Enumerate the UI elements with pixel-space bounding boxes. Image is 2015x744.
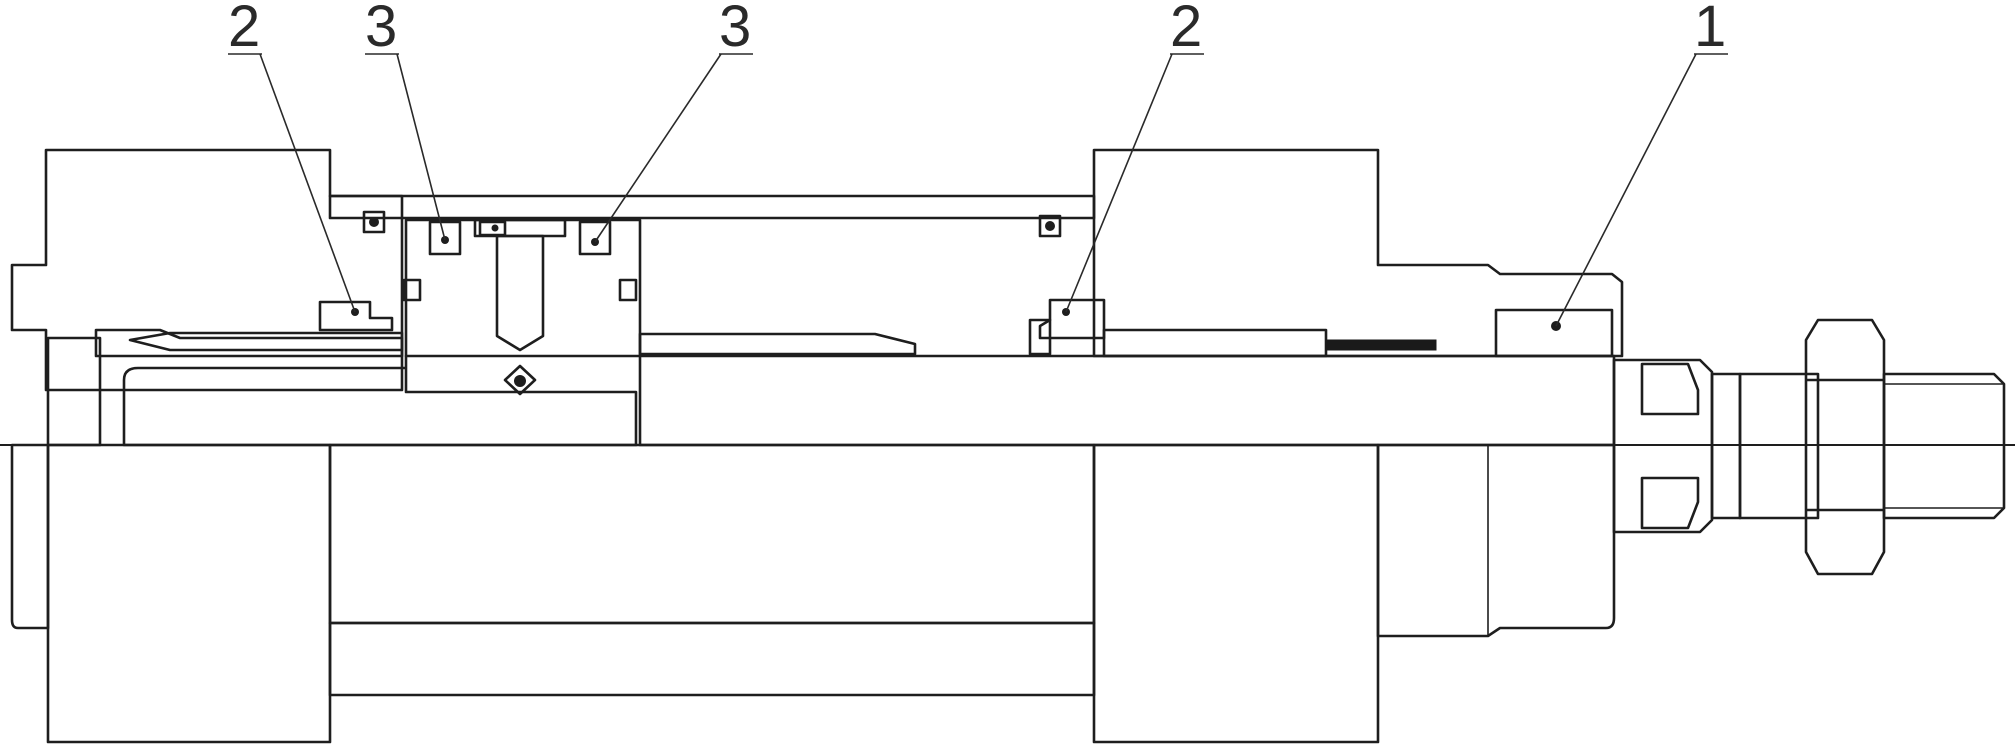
section-view <box>10 148 1624 447</box>
callout-3-right: 3 <box>594 0 753 243</box>
callout-1: 1 <box>1555 0 1728 327</box>
rod-wiper-seal <box>1494 308 1614 358</box>
right-hub <box>1092 443 1380 744</box>
middle-tube-lower <box>328 621 1096 697</box>
callout-2-left: 2 <box>228 0 356 313</box>
bolt-head <box>473 218 567 238</box>
svg-text:3: 3 <box>719 0 751 59</box>
svg-text:2: 2 <box>1170 0 1202 59</box>
piston-ball <box>503 364 537 396</box>
left-stub <box>10 443 50 630</box>
left-cushion-seal <box>318 300 394 332</box>
piston-center-wear-ring <box>478 220 507 237</box>
callout-2-right: 2 <box>1065 0 1204 313</box>
rod-bore <box>638 354 1616 447</box>
exterior-view <box>10 443 1616 744</box>
hex-nut <box>1804 318 1886 576</box>
left-hub <box>46 443 332 744</box>
right-end-cap <box>1092 148 1624 358</box>
gland-exterior <box>1376 443 1616 638</box>
svg-text:2: 2 <box>228 0 260 59</box>
piston-seal-right <box>578 220 612 256</box>
middle-tube <box>328 443 1096 625</box>
left-cushion-spear <box>128 331 404 352</box>
svg-text:1: 1 <box>1694 0 1726 59</box>
rod-end <box>1612 318 2006 576</box>
barrel-tube <box>328 194 1096 220</box>
svg-text:3: 3 <box>365 0 397 59</box>
piston-seal-left <box>428 220 462 256</box>
right-tube-oring <box>1038 214 1062 238</box>
piston-bolt <box>495 234 545 352</box>
callout-3-left: 3 <box>365 0 446 241</box>
left-inner-bore <box>46 336 102 447</box>
piston-core-white <box>122 354 638 447</box>
wiper-strip <box>1325 339 1437 351</box>
right-cushion-spear <box>638 332 917 356</box>
left-tube-oring <box>362 210 386 234</box>
gland-bushing <box>1102 328 1328 358</box>
left-end-cap <box>10 148 404 392</box>
rod-sleeve <box>1612 358 1714 534</box>
